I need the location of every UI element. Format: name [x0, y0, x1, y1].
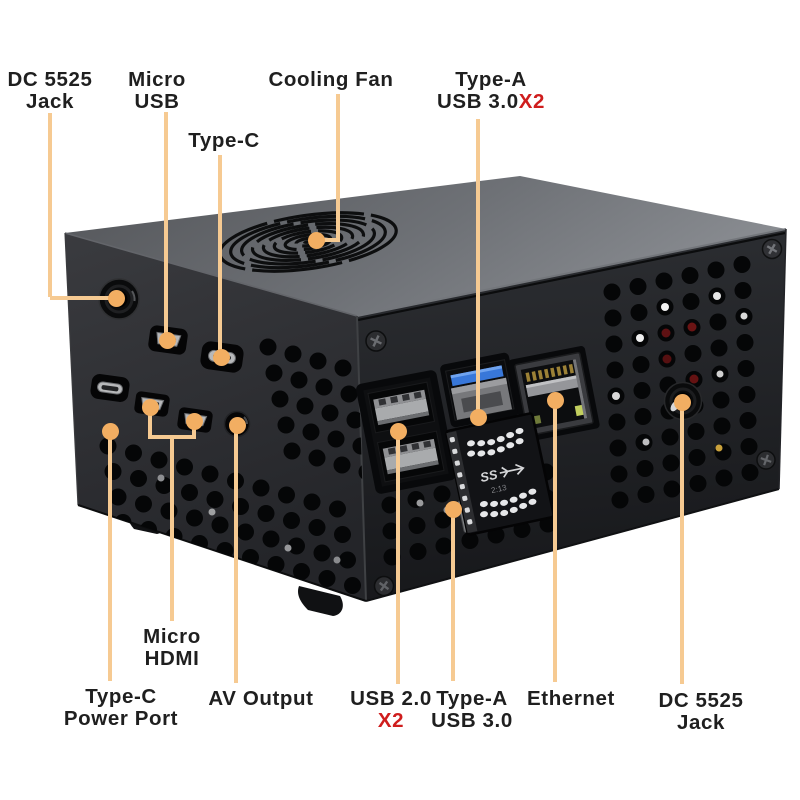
label-line: Micro — [143, 625, 201, 648]
leader-ethernet — [553, 402, 557, 682]
leader-micro-hdmi-main — [170, 437, 174, 621]
label-line: Micro — [128, 68, 186, 91]
label-dc-5525-jack-right: DC 5525 Jack — [658, 690, 743, 734]
label-line: USB 3.0 — [431, 709, 513, 732]
screw — [761, 238, 783, 260]
leader-dc5525-left-h — [50, 296, 112, 300]
multiplier-x2: X2 — [518, 90, 545, 113]
marker-dot-ethernet — [546, 391, 564, 409]
label-line: Type-C — [188, 129, 260, 152]
marker-dot-cooling-fan — [307, 231, 325, 249]
label-micro-hdmi: Micro HDMI — [143, 626, 201, 670]
leader-cooling-fan-h — [316, 238, 340, 242]
screw — [373, 575, 395, 597]
label-type-a-usb3-top: Type-A USB 3.0X2 — [437, 69, 545, 113]
label-line: Cooling Fan — [268, 68, 394, 91]
marker-dot-av-output — [228, 416, 246, 434]
marker-dot-micro-hdmi-1 — [141, 398, 159, 416]
label-type-c-power-port: Type-C Power Port — [64, 686, 178, 730]
label-type-a-usb3-bottom: Type-A USB 3.0 — [431, 688, 513, 732]
leader-dc5525-left-v — [48, 113, 52, 297]
label-line: DC 5525 — [658, 689, 744, 712]
label-line: Ethernet — [527, 687, 615, 710]
usb-adapter-dongle: SS 2:13 — [445, 412, 555, 536]
leader-type-c — [218, 155, 222, 355]
superspeed-logo-text: SS — [479, 467, 499, 485]
marker-dot-dc5525-right — [673, 393, 691, 411]
marker-dot-type-c-power — [101, 422, 119, 440]
marker-dot-micro-hdmi-2 — [185, 412, 203, 430]
leader-type-a-usb3-bottom — [451, 511, 455, 681]
label-type-c: Type-C — [188, 130, 260, 152]
solder-pads — [467, 427, 537, 518]
label-line: DC 5525 — [7, 68, 93, 91]
label-line: USB 2.0 — [350, 687, 432, 710]
multiplier-x2: X2 — [377, 709, 405, 732]
label-line: Power Port — [63, 707, 179, 730]
leader-micro-hdmi-stub-1 — [148, 407, 152, 437]
label-line: Type-A — [455, 68, 527, 91]
label-line: HDMI — [144, 647, 200, 670]
label-line: Type-C — [85, 685, 157, 708]
label-line: Type-A — [436, 687, 508, 710]
leader-usb-2-0 — [396, 433, 400, 684]
leader-micro-usb — [164, 112, 168, 338]
label-cooling-fan: Cooling Fan — [268, 69, 393, 91]
leader-av-output — [234, 427, 238, 683]
marker-dot-micro-usb — [158, 331, 176, 349]
label-usb-2-0: USB 2.0 X2 — [350, 688, 432, 732]
superspeed-arrow-icon — [499, 463, 525, 478]
marker-dot-type-c — [212, 348, 230, 366]
label-line: AV Output — [208, 687, 314, 710]
type-c-power-port — [90, 374, 130, 402]
case-top-face — [65, 176, 786, 316]
cooling-fan-grill — [218, 211, 398, 273]
screw — [365, 330, 387, 352]
marker-dot-usb-2-0 — [389, 422, 407, 440]
label-line: USB — [134, 90, 180, 113]
label-line: USB 3.0X2 — [437, 90, 545, 113]
rubber-foot — [298, 586, 343, 616]
label-line: Jack — [676, 711, 726, 734]
usb-2-0-ports — [356, 370, 456, 494]
adapter-code-text: 2:13 — [490, 483, 508, 495]
leader-dc5525-right — [680, 404, 684, 684]
marker-dot-type-a-usb3-top — [469, 408, 487, 426]
leader-type-a-usb3-top — [476, 119, 480, 415]
label-ethernet: Ethernet — [527, 688, 615, 710]
label-micro-usb: Micro USB — [128, 69, 186, 113]
leader-cooling-fan-v — [336, 94, 340, 240]
screws — [365, 238, 783, 597]
label-dc-5525-jack-left: DC 5525 Jack — [7, 69, 92, 113]
marker-dot-dc5525-left — [107, 289, 125, 307]
marker-dot-type-a-usb3-bottom — [444, 500, 462, 518]
label-av-output: AV Output — [208, 688, 313, 710]
label-line: Jack — [25, 90, 75, 113]
leader-type-c-power — [108, 433, 112, 681]
screw — [756, 450, 776, 470]
